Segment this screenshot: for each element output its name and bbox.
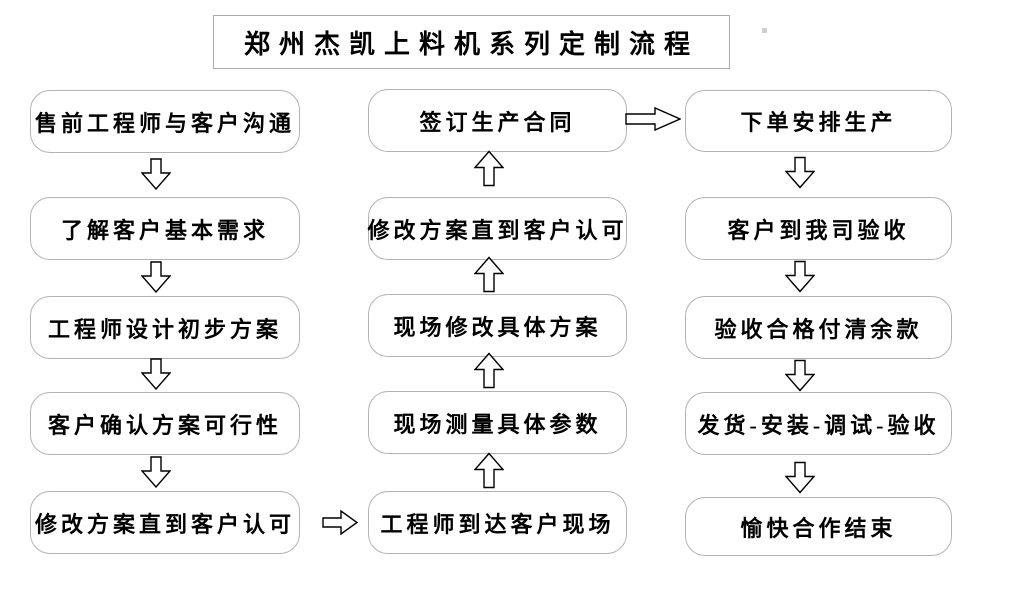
- right-arrow-icon: [625, 106, 681, 132]
- node-presales-communication: 售前工程师与客户沟通: [30, 90, 300, 153]
- node-engineer-arrives-site: 工程师到达客户现场: [368, 491, 627, 554]
- down-arrow-icon: [141, 456, 171, 488]
- down-arrow-icon: [141, 261, 171, 293]
- diagram-title: 郑州杰凯上料机系列定制流程: [213, 15, 730, 69]
- down-arrow-icon: [785, 260, 815, 293]
- up-arrow-icon: [474, 256, 504, 293]
- down-arrow-icon: [785, 461, 815, 494]
- node-sign-production-contract: 签订生产合同: [368, 89, 627, 152]
- node-customer-acceptance-visit: 客户到我司验收: [685, 197, 952, 260]
- node-revise-until-approved-left: 修改方案直到客户认可: [30, 491, 300, 554]
- right-arrow-icon: [322, 509, 358, 536]
- selection-handle-dot: [762, 28, 767, 33]
- down-arrow-icon: [141, 158, 171, 190]
- node-design-preliminary-plan: 工程师设计初步方案: [30, 296, 300, 359]
- up-arrow-icon: [474, 452, 504, 489]
- node-ship-install-debug-accept: 发货-安装-调试-验收: [685, 392, 952, 455]
- node-revise-until-approved-mid: 修改方案直到客户认可: [368, 197, 627, 260]
- node-pay-balance-after-acceptance: 验收合格付清余款: [685, 296, 952, 359]
- down-arrow-icon: [785, 156, 815, 189]
- node-place-order-production: 下单安排生产: [685, 90, 952, 152]
- node-onsite-modify-plan: 现场修改具体方案: [368, 294, 627, 357]
- node-confirm-plan-feasibility: 客户确认方案可行性: [30, 392, 300, 455]
- node-onsite-measure-parameters: 现场测量具体参数: [368, 391, 627, 454]
- up-arrow-icon: [474, 352, 504, 389]
- node-understand-basic-needs: 了解客户基本需求: [30, 197, 300, 260]
- down-arrow-icon: [785, 359, 815, 392]
- up-arrow-icon: [474, 150, 504, 187]
- down-arrow-icon: [141, 358, 171, 390]
- node-happy-cooperation-end: 愉快合作结束: [685, 497, 952, 556]
